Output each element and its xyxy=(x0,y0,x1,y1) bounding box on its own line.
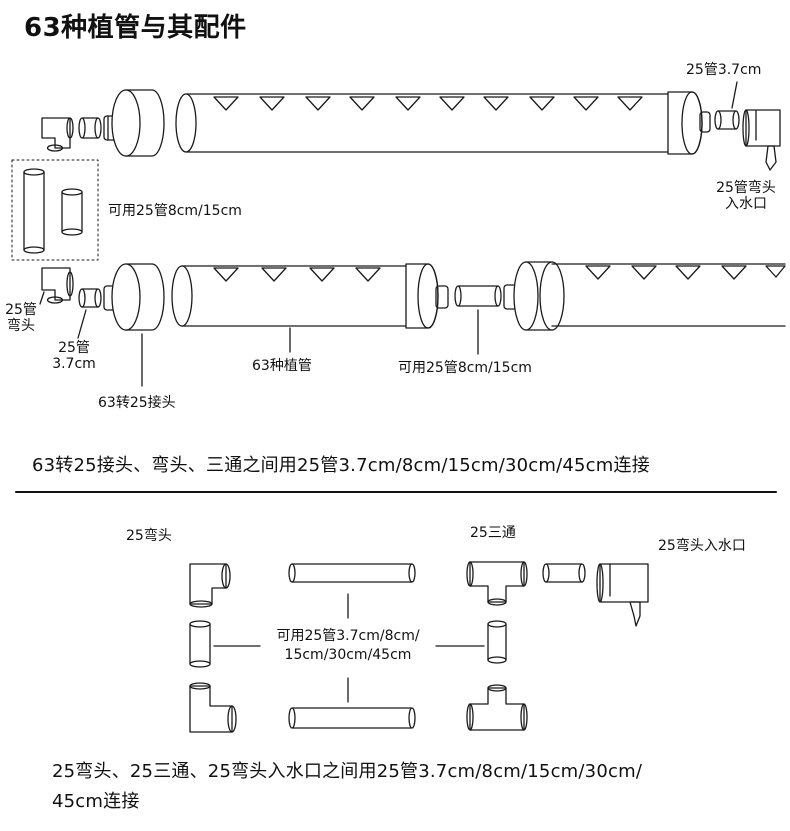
label-adapter-63-25: 63转25接头 xyxy=(98,395,176,411)
short-pipe-top-left xyxy=(78,117,102,139)
label-elbow-left-line1: 25管 xyxy=(5,302,37,318)
label-pipe-options: 可用25管3.7cm/8cm/ 15cm/30cm/45cm xyxy=(262,627,434,665)
page-title: 63种植管与其配件 xyxy=(24,13,247,43)
elbow-inlet-section2 xyxy=(596,563,649,627)
elbow-fitting-middle-left xyxy=(41,267,74,304)
elbow-inlet-top-right xyxy=(742,109,781,171)
note-connection-1: 63转25接头、弯头、三通之间用25管3.7cm/8cm/15cm/30cm/4… xyxy=(32,455,650,476)
optional-pipes-box xyxy=(11,159,99,261)
pipe-25-top xyxy=(288,563,416,583)
label-tee-25: 25三通 xyxy=(470,525,516,541)
label-elbow-inlet-top: 25管弯头 入水口 xyxy=(702,180,790,212)
leader-line-pipe-3-7-top xyxy=(731,81,738,109)
label-alt-pipe-top: 可用25管8cm/15cm xyxy=(108,203,242,219)
adapter-63-25-top xyxy=(103,89,165,157)
end-cap-top-right xyxy=(667,91,711,155)
note-connection-2-line1: 25弯头、25三通、25弯头入水口之间用25管3.7cm/8cm/15cm/30… xyxy=(52,761,643,782)
elbow-25-top xyxy=(189,563,231,608)
elbow-fitting-top-left xyxy=(41,117,74,152)
label-pipe-3-7-left-line1: 25管 xyxy=(58,340,90,356)
short-pipe-middle-left xyxy=(78,288,102,308)
label-elbow-left-line2: 弯头 xyxy=(7,318,35,335)
planting-pipe-63-middle xyxy=(171,263,449,329)
label-pipe-3-7-left-line2: 3.7cm xyxy=(52,356,96,373)
adapter-63-25-middle xyxy=(103,263,165,331)
short-pipe-top-right xyxy=(714,110,740,130)
label-elbow-inlet-25: 25弯头入水口 xyxy=(658,538,746,554)
label-planting-pipe-63: 63种植管 xyxy=(252,358,312,374)
elbow-25-bottom xyxy=(189,682,237,733)
label-elbow-inlet-top-line1: 25管弯头 xyxy=(716,180,776,196)
vertical-pipe-right xyxy=(487,620,507,664)
planting-pipe-63-top xyxy=(175,93,676,153)
label-pipe-3-7-top: 25管3.7cm xyxy=(686,62,762,78)
label-elbow-left: 25管 弯头 xyxy=(0,302,42,334)
label-pipe-3-7-left: 25管 3.7cm xyxy=(44,340,104,372)
note-connection-2-line2: 45cm连接 xyxy=(52,791,140,812)
label-pipe-options-line1: 可用25管3.7cm/8cm/ xyxy=(276,628,420,644)
leader-line-pipe-3-7-left xyxy=(77,309,87,339)
label-alt-pipe-middle: 可用25管8cm/15cm xyxy=(398,360,532,376)
label-elbow-25: 25弯头 xyxy=(126,528,172,544)
tee-25-bottom xyxy=(466,684,528,731)
label-pipe-options-line2: 15cm/30cm/45cm xyxy=(284,646,412,663)
label-elbow-inlet-top-line2: 入水口 xyxy=(725,196,767,213)
planting-pipe-63-right xyxy=(503,261,786,331)
pipe-25-bottom xyxy=(288,707,416,729)
tee-25-top xyxy=(466,561,528,606)
vertical-pipe-left xyxy=(189,620,211,668)
connector-pipe-middle xyxy=(454,285,502,307)
leader-line-elbow-left xyxy=(39,291,45,305)
short-pipe-section2 xyxy=(542,563,586,583)
long-pipe-option xyxy=(23,168,45,254)
short-pipe-option xyxy=(61,188,83,236)
